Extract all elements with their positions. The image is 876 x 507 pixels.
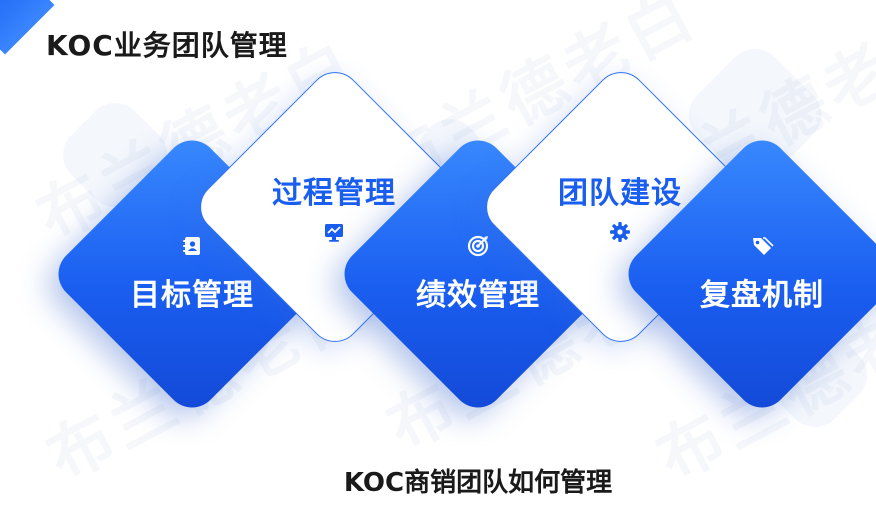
gear-icon [610, 222, 630, 242]
diamond-content: 目标管理 [90, 172, 294, 376]
diamond-process-management: 过程管理 [189, 61, 481, 353]
diamond-team-building: 团队建设 [475, 61, 767, 353]
diamond-label: 目标管理 [130, 278, 254, 313]
diamond-content: 团队建设 [518, 104, 722, 308]
diamond-label: 复盘机制 [700, 278, 824, 313]
diamond-label: 过程管理 [272, 176, 396, 211]
diamond-review-mechanism: 复盘机制 [617, 129, 876, 419]
diamond-content: 绩效管理 [376, 172, 580, 376]
contact-card-icon [183, 237, 200, 255]
diamond-target-management: 目标管理 [47, 129, 337, 419]
page-subtitle: KOC商销团队如何管理 [343, 468, 613, 498]
diamond-content: 复盘机制 [660, 172, 864, 376]
diamond-content: 过程管理 [232, 104, 436, 308]
diamond-label: 绩效管理 [416, 278, 540, 313]
diamond-performance-management: 绩效管理 [333, 129, 623, 419]
page-title: KOC业务团队管理 [46, 29, 288, 62]
monitor-chart-icon [325, 224, 343, 242]
tag-icon [753, 237, 774, 255]
diamond-label: 团队建设 [558, 176, 682, 211]
target-icon [467, 235, 489, 257]
